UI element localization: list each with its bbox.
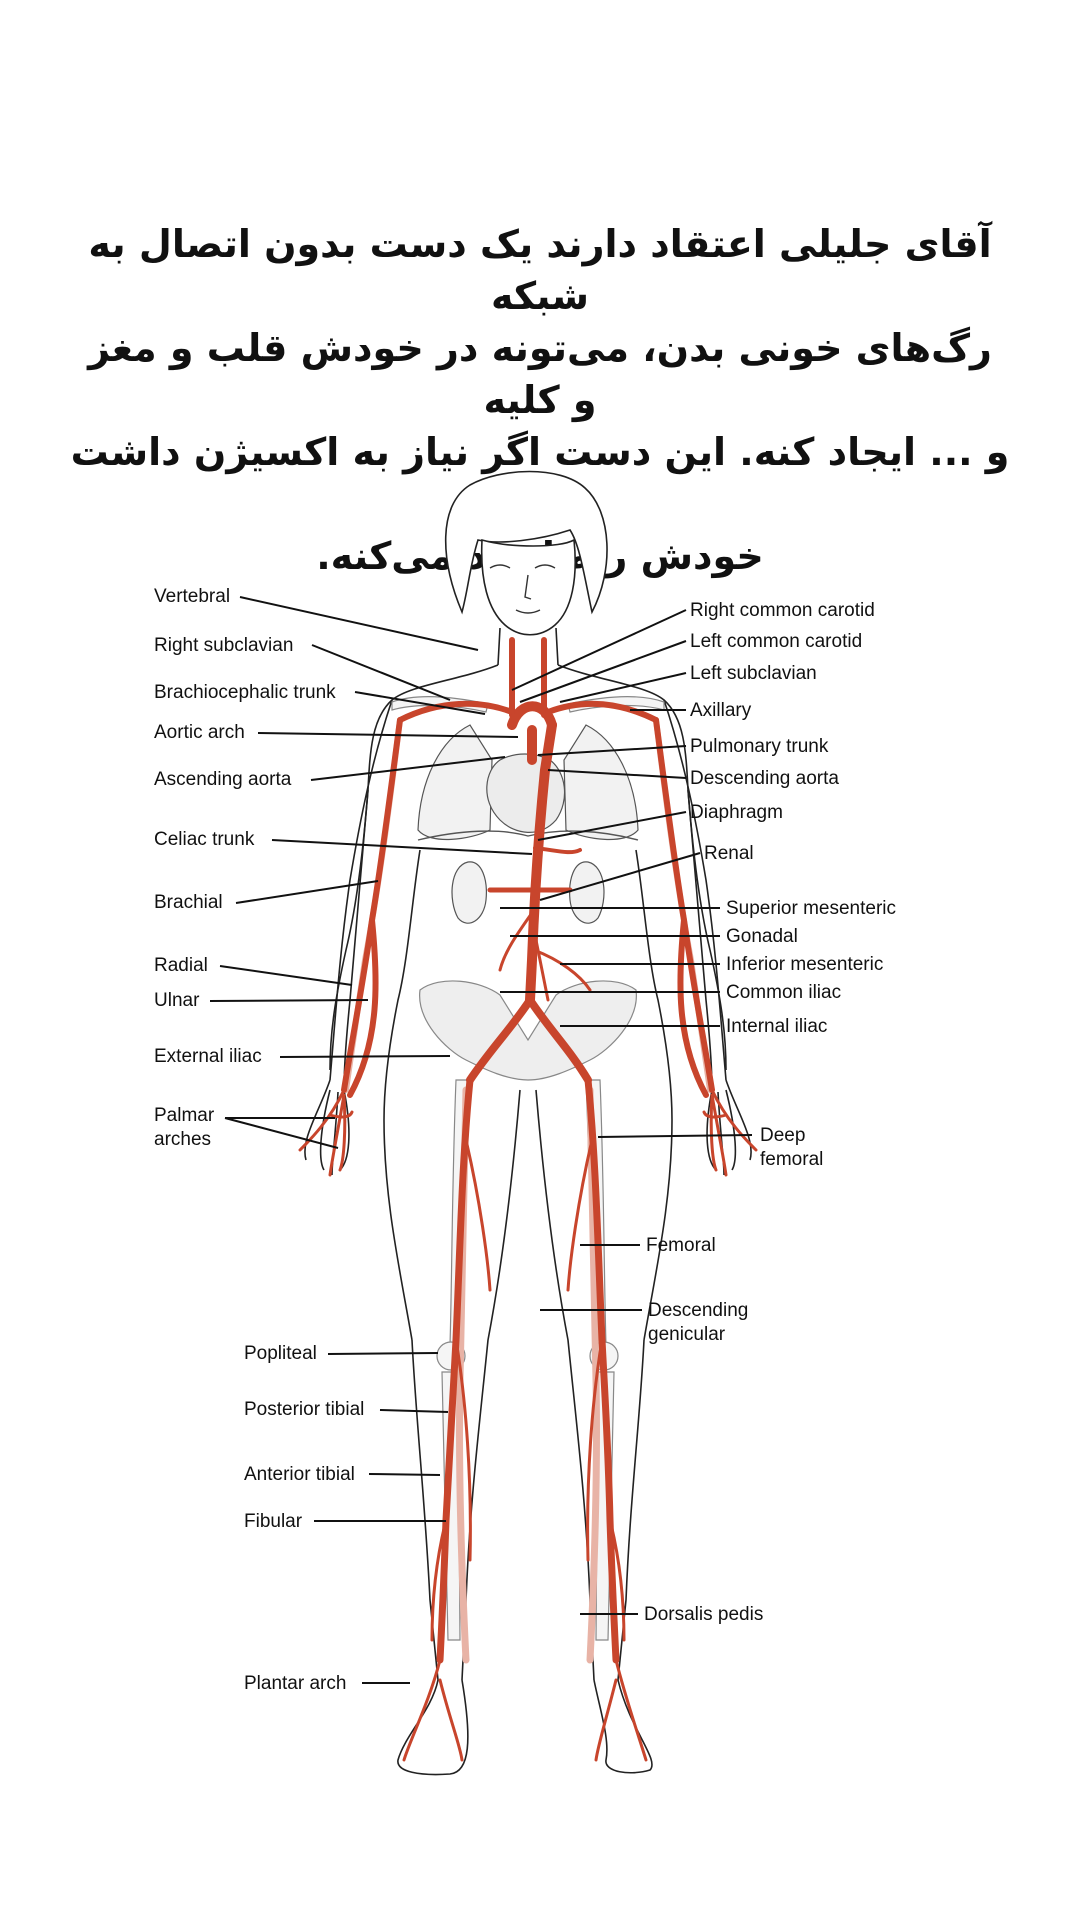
body-outline [304, 470, 752, 1776]
label-ascending-aorta: Ascending aorta [154, 769, 292, 790]
leader-lines [209, 596, 753, 1684]
label-pulmonary-trunk: Pulmonary trunk [690, 736, 829, 757]
caption-line-2: رگ‌های خونی بدن، می‌تونه در خودش قلب و م… [88, 326, 992, 422]
label-axillary: Axillary [690, 700, 752, 721]
label-right-common-carotid: Right common carotid [690, 600, 875, 621]
artery-mesenteric [498, 908, 592, 1002]
label-aortic-arch: Aortic arch [154, 722, 245, 743]
label-descending-genicular-line-2: genicular [648, 1324, 726, 1345]
lung-right [563, 724, 639, 840]
label-superior-mesenteric: Superior mesenteric [726, 898, 896, 919]
label-ulnar: Ulnar [154, 990, 200, 1011]
organs [391, 696, 665, 1641]
label-diaphragm: Diaphragm [690, 802, 783, 823]
label-brachial: Brachial [154, 892, 223, 913]
diaphragm-line [417, 830, 639, 841]
label-external-iliac: External iliac [154, 1046, 262, 1067]
label-palmar-line-2: arches [154, 1129, 211, 1150]
label-posterior-tibial: Posterior tibial [244, 1399, 364, 1420]
artery-arm-right [653, 717, 715, 1098]
label-descending-aorta: Descending aorta [690, 768, 839, 789]
artery-aortic-arch [507, 701, 557, 730]
label-dorsalis-pedis: Dorsalis pedis [644, 1604, 763, 1625]
label-anterior-tibial: Anterior tibial [244, 1464, 355, 1485]
caption-text: آقای جلیلی اعتقاد دارند یک دست بدون اتصا… [70, 218, 1010, 582]
veins [343, 717, 713, 1664]
label-deep-femoral-line-1: Deep [760, 1125, 805, 1146]
label-radial: Radial [154, 955, 208, 976]
artery-iliacs [466, 996, 592, 1084]
label-internal-iliac: Internal iliac [726, 1016, 827, 1037]
inner-legs [411, 1089, 645, 1681]
label-fibular: Fibular [244, 1511, 303, 1532]
label-descending-genicular-line-1: Descending [648, 1300, 748, 1321]
label-renal: Renal [704, 843, 754, 864]
hips [383, 849, 673, 1341]
artery-leg-left [436, 1076, 474, 1664]
label-plantar-arch: Plantar arch [244, 1673, 346, 1694]
label-femoral: Femoral [646, 1235, 716, 1256]
labels-left: Vertebral Right subclavian Brachiocephal… [154, 586, 364, 1694]
label-palmar-line-1: Palmar [154, 1105, 215, 1126]
label-deep-femoral-line-2: femoral [760, 1149, 823, 1170]
arteries [298, 637, 758, 1762]
artery-celiac [533, 846, 582, 855]
face [480, 538, 576, 636]
label-right-subclavian: Right subclavian [154, 635, 293, 656]
label-popliteal: Popliteal [244, 1343, 317, 1364]
artery-carotids [509, 637, 547, 718]
caption-line-1: آقای جلیلی اعتقاد دارند یک دست بدون اتصا… [88, 222, 992, 318]
lung-left [417, 724, 493, 840]
artery-arm-left [341, 717, 403, 1098]
hands [304, 1079, 752, 1176]
label-vertebral: Vertebral [154, 586, 230, 607]
kidney-left [451, 861, 487, 924]
arms [329, 699, 727, 1091]
label-brachiocephalic-trunk: Brachiocephalic trunk [154, 682, 336, 703]
pelvis [419, 980, 637, 1081]
label-celiac-trunk: Celiac trunk [154, 829, 255, 850]
artery-aorta [525, 720, 557, 1005]
neck [497, 627, 559, 666]
label-left-common-carotid: Left common carotid [690, 631, 862, 652]
kidney-right [569, 861, 605, 924]
label-inferior-mesenteric: Inferior mesenteric [726, 954, 883, 975]
label-left-subclavian: Left subclavian [690, 663, 817, 684]
artery-hand-left [298, 1088, 354, 1177]
artery-leg-left-branches [402, 1138, 492, 1762]
artery-subclavians [397, 700, 659, 723]
label-common-iliac: Common iliac [726, 982, 841, 1003]
artery-hand-right [702, 1088, 758, 1177]
artery-leg-right-branches [566, 1138, 648, 1762]
label-gonadal: Gonadal [726, 926, 798, 947]
face-features [489, 564, 556, 614]
labels-right: Right common carotid Left common carotid… [644, 600, 896, 1625]
heart [486, 753, 566, 833]
artery-leg-right [584, 1076, 620, 1664]
